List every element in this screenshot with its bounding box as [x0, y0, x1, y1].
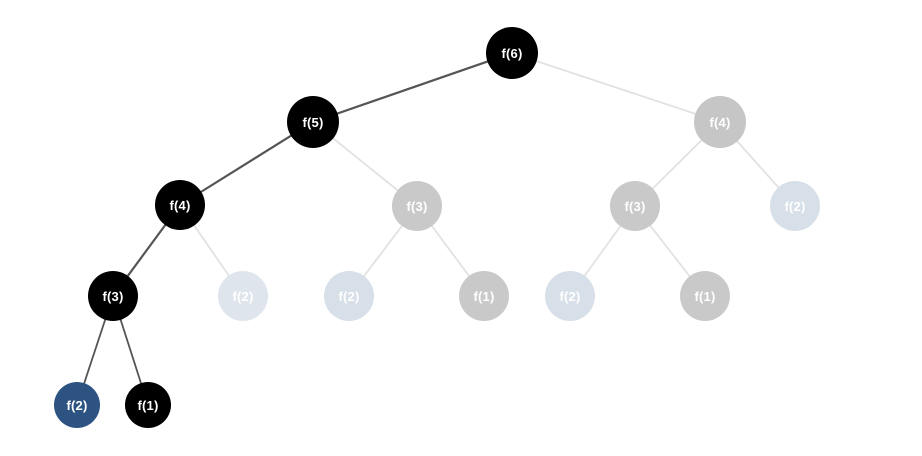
tree-node-label: f(5): [302, 114, 324, 130]
tree-node-label: f(1): [137, 397, 159, 413]
tree-node-n9[interactable]: f(2): [324, 271, 374, 321]
tree-node-n11[interactable]: f(2): [545, 271, 595, 321]
tree-node-n13[interactable]: f(2): [54, 382, 100, 428]
tree-node-n7[interactable]: f(3): [88, 271, 138, 321]
tree-node-n8[interactable]: f(2): [218, 271, 268, 321]
tree-node-n10[interactable]: f(1): [459, 271, 509, 321]
tree-node-label: f(3): [102, 288, 124, 304]
tree-node-label: f(4): [169, 197, 191, 213]
tree-node-label: f(4): [709, 114, 731, 130]
tree-node-n1[interactable]: f(5): [287, 96, 339, 148]
tree-node-label: f(3): [624, 198, 646, 214]
tree-node-label: f(2): [66, 397, 88, 413]
tree-node-n5[interactable]: f(3): [610, 181, 660, 231]
tree-node-label: f(6): [501, 45, 523, 61]
tree-edge-n0-n1: [311, 51, 514, 124]
tree-node-label: f(1): [694, 288, 716, 304]
tree-node-label: f(2): [232, 288, 254, 304]
tree-node-n12[interactable]: f(1): [680, 271, 730, 321]
tree-node-n2[interactable]: f(4): [694, 96, 746, 148]
tree-node-label: f(2): [559, 288, 581, 304]
tree-node-n6[interactable]: f(2): [770, 181, 820, 231]
tree-edge-n0-n2: [511, 52, 721, 123]
tree-node-label: f(2): [784, 198, 806, 214]
tree-node-label: f(3): [406, 198, 428, 214]
tree-node-label: f(2): [338, 288, 360, 304]
tree-node-n3[interactable]: f(4): [155, 180, 205, 230]
tree-node-n4[interactable]: f(3): [392, 181, 442, 231]
tree-node-label: f(1): [473, 288, 495, 304]
tree-node-n14[interactable]: f(1): [125, 382, 171, 428]
tree-node-n0[interactable]: f(6): [486, 27, 538, 79]
